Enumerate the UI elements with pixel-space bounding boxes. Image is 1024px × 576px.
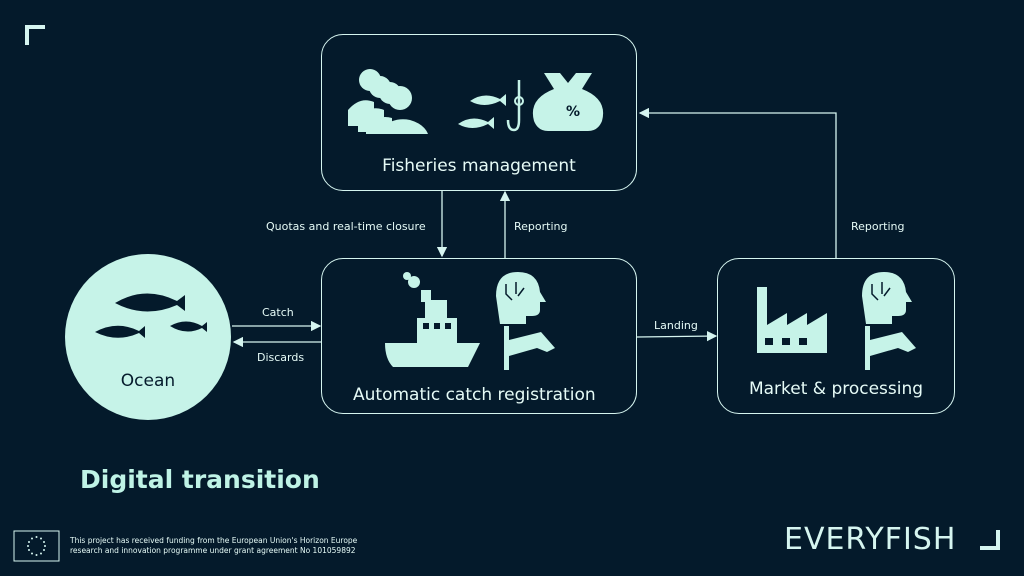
people-group-icon <box>348 69 428 134</box>
svg-text:%: % <box>566 104 580 120</box>
money-bag-icon: % <box>532 73 604 131</box>
factory-icon <box>757 287 827 353</box>
camera-icon <box>504 326 555 370</box>
eu-stars-icon <box>27 536 46 556</box>
node-label: Automatic catch registration <box>353 385 596 405</box>
page-title: Digital transition <box>80 465 320 494</box>
fish-hook-icon <box>458 80 524 132</box>
funding-notice: This project has received funding from t… <box>70 536 358 555</box>
edge-label-discards: Discards <box>257 351 305 364</box>
camera-icon-market <box>865 326 916 370</box>
fish-school-icon <box>95 293 207 338</box>
fishing-vessel-icon <box>385 272 480 367</box>
eu-flag-icon <box>13 530 60 562</box>
node-label: Market & processing <box>748 379 924 399</box>
edge-label-reporting-left: Reporting <box>514 220 568 233</box>
node-automatic-catch-registration: Automatic catch registration <box>321 258 637 414</box>
edge-label-landing: Landing <box>654 319 698 332</box>
ocean-circle <box>65 254 231 420</box>
node-market-processing: Market & processing <box>717 258 955 414</box>
edge-label-quotas: Quotas and real-time closure <box>266 220 426 233</box>
edge-label-reporting-right: Reporting <box>851 220 905 233</box>
node-fisheries-management: Fisheries management <box>321 34 637 191</box>
ocean-label: Ocean <box>120 371 176 391</box>
brand-logo: EVERYFISH <box>784 522 957 557</box>
ai-head-icon-market <box>862 272 912 324</box>
corner-top-left-icon <box>25 25 45 45</box>
arrow-landing <box>636 330 718 342</box>
corner-bottom-right-icon <box>980 530 1000 550</box>
arrow-reporting-right <box>638 107 837 258</box>
edge-label-catch: Catch <box>262 306 294 319</box>
ai-head-icon <box>496 272 546 324</box>
node-label: Fisheries management <box>382 156 576 176</box>
